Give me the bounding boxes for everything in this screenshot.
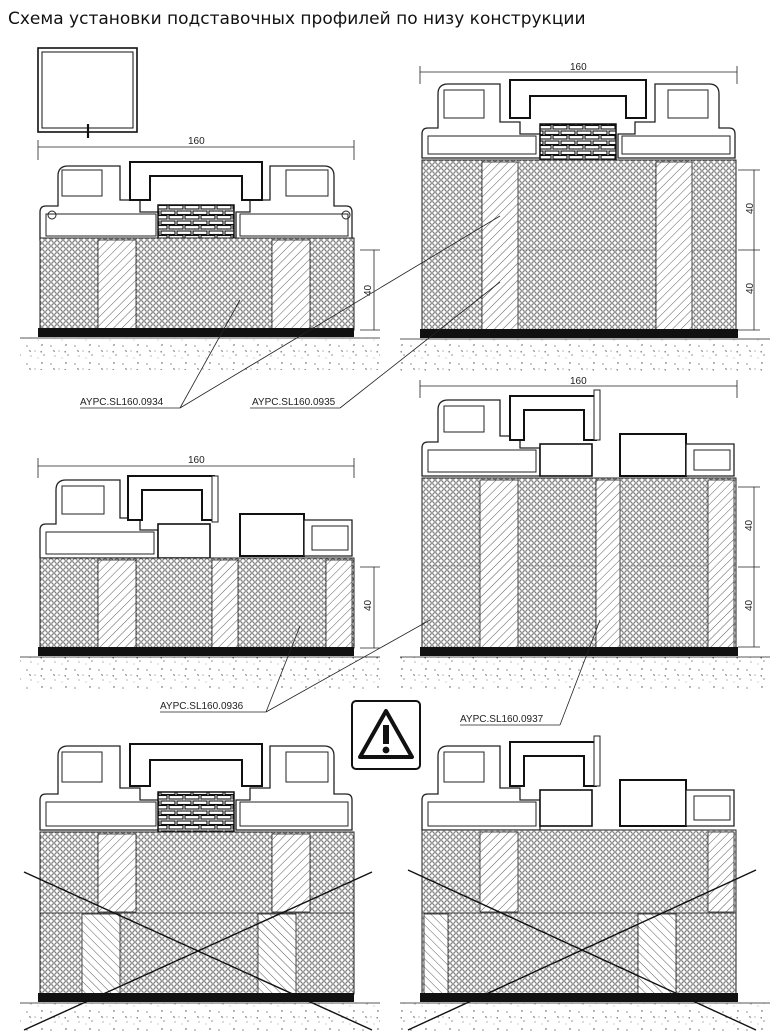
labels-middle: AYPC.SL160.0936 AYPC.SL160.0937 <box>160 619 601 726</box>
dimension-width-top-2: 160 <box>570 62 587 73</box>
panel-middle-right: 160 40 40 <box>400 376 770 689</box>
profile-label-0934: AYPC.SL160.0934 <box>80 397 164 408</box>
panel-middle-left: 160 40 <box>20 455 380 689</box>
dimension-height-right-1a: 40 <box>745 202 756 214</box>
profile-label-0935: AYPC.SL160.0935 <box>252 397 336 408</box>
panel-bottom-left-incorrect <box>20 743 380 1033</box>
panel-top-left: 160 40 <box>20 136 380 370</box>
dimension-height-right-2b: 40 <box>744 599 755 611</box>
warning-triangle-icon <box>351 700 421 770</box>
dimension-height-right-2a: 40 <box>744 519 755 531</box>
dimension-width-top: 160 <box>188 136 205 147</box>
profile-label-0936: AYPC.SL160.0936 <box>160 701 244 712</box>
dimension-width-mid-left: 160 <box>188 455 205 466</box>
labels-top: AYPC.SL160.0934 AYPC.SL160.0935 <box>80 215 501 409</box>
panel-bottom-right-incorrect <box>400 735 770 1033</box>
panel-top-right: 160 40 40 <box>400 62 770 371</box>
window-frame-icon <box>37 47 138 138</box>
dimension-height-left-1: 40 <box>363 284 374 296</box>
dimension-height-mid-left: 40 <box>363 599 374 611</box>
dimension-width-mid-right: 160 <box>570 376 587 387</box>
dimension-height-right-1b: 40 <box>745 282 756 294</box>
page-title: Схема установки подставочных профилей по… <box>8 9 586 29</box>
profile-label-0937: AYPC.SL160.0937 <box>460 714 544 725</box>
